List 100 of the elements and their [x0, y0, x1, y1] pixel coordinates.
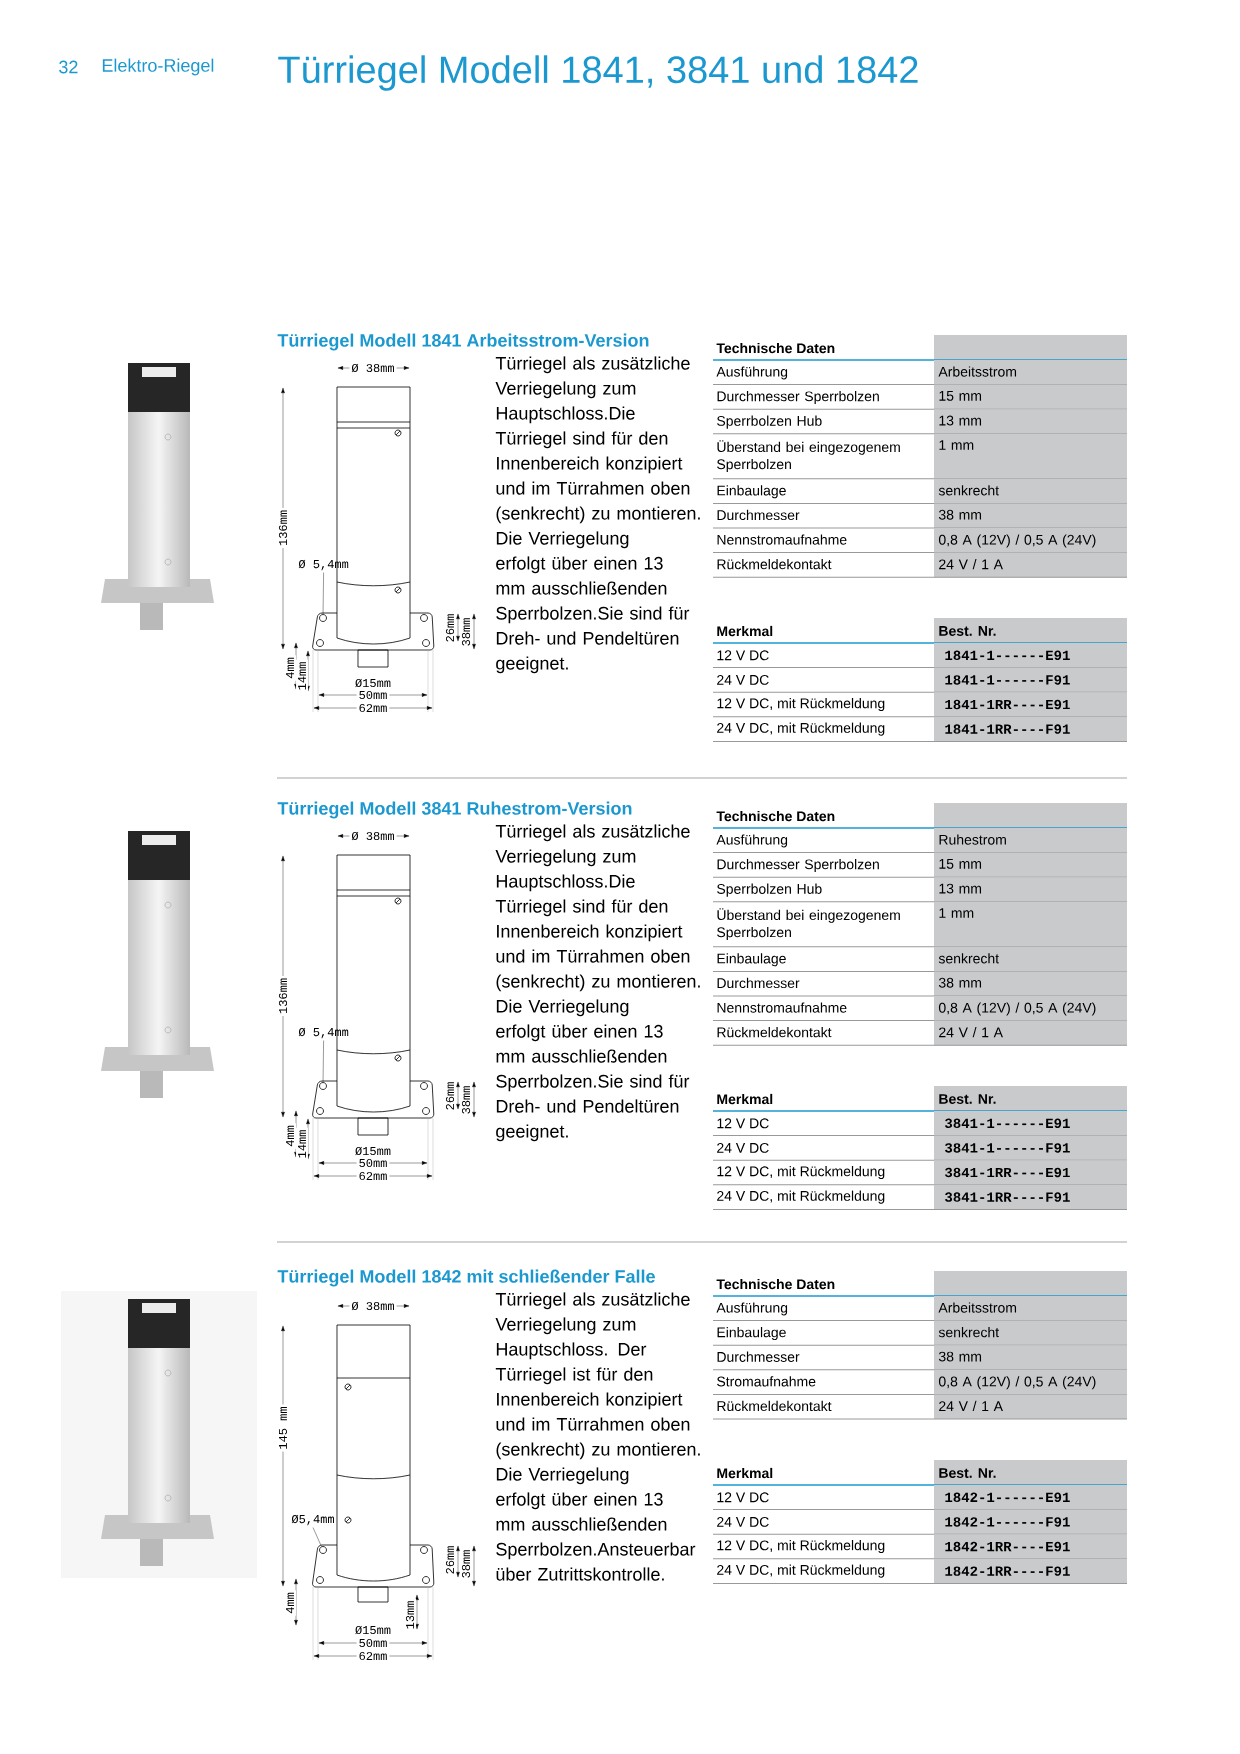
dimension-label: Ø 38mm — [349, 1299, 397, 1313]
table-cell: 1841-1RR----F91 — [934, 716, 1127, 742]
table-cell: 12 V DC — [717, 1118, 769, 1129]
table-cell: 1842-1RR----F91 — [934, 1558, 1127, 1584]
table-cell: 1842-1------F91 — [934, 1509, 1127, 1535]
table-cell: Rückmeldekontakt — [717, 1027, 832, 1038]
dimension-label: Ø5,4mm — [291, 1514, 334, 1526]
table-cell: 1 mm — [934, 433, 1127, 479]
dimension-label: 26mm — [443, 1079, 457, 1113]
table-cell: Überstand bei eingezogenem Sperrbolzen — [717, 440, 900, 473]
table-cell: 24 V DC, mit Rückmeldung — [717, 1190, 885, 1204]
table-cell: 12 V DC, mit Rückmeldung — [717, 698, 885, 712]
dimension-label: 38mm — [459, 615, 473, 649]
dimension-label: 50mm — [356, 1636, 390, 1650]
dimension-label: 62mm — [356, 701, 390, 715]
dimension-label: 26mm — [443, 611, 457, 645]
table-cell: Sperrbolzen Hub — [717, 883, 822, 897]
table-header: Merkmal — [717, 1093, 773, 1105]
table-cell: 24 V DC — [717, 1517, 769, 1527]
mounting-hole — [319, 614, 327, 622]
table-cell: 24 V DC — [717, 674, 769, 685]
dimension-label: Ø 5,4mm — [298, 559, 349, 571]
description-text: Türriegel als zusätzliche Verriegelung zum Hauptschloss.Die Türriegel sind für den Innenbereich konzipiert und im Türrahmen oben (senkrecht) zu montieren. Die Verriegelung erfolgt über einen 13 mm ausschließenden Sperrbolzen.Sie sind für Dreh- und Pendeltüren geeignet. — [495, 356, 700, 674]
table-cell: 13 mm — [934, 409, 1127, 434]
dimension-label: 14mm — [296, 659, 308, 693]
table-cell: Durchmesser — [717, 509, 800, 521]
table-cell: 3841-1RR----F91 — [934, 1184, 1127, 1210]
table-cell: Einbaulage — [717, 953, 786, 967]
table-cell: 1842-1RR----E91 — [934, 1534, 1127, 1559]
dimension-label: 38mm — [459, 1547, 473, 1581]
table-cell: 38 mm — [934, 1345, 1127, 1370]
description-text: Türriegel als zusätzliche Verriegelung zum Hauptschloss. Der Türriegel ist für den Innenbereich konzipiert und im Türrahmen oben (senkrecht) zu montieren. Die Verriegelung erfolgt über einen 13 mm ausschließenden Sperrbolzen.Ansteuerbar über Zutrittskontrolle. — [495, 1292, 700, 1581]
table-cell: Durchmesser — [717, 1351, 800, 1362]
table-cell: 0,8 A (12V) / 0,5 A (24V) — [934, 528, 1127, 553]
table-cell: 1841-1------F91 — [934, 667, 1127, 693]
header-cell: Best. Nr. — [934, 618, 1127, 643]
table-cell: 12 V DC, mit Rückmeldung — [717, 1540, 885, 1554]
dimension-label: 62mm — [356, 1649, 390, 1663]
dimension-label: 62mm — [356, 1169, 390, 1183]
leader-line — [322, 1040, 324, 1083]
dimension-label: 4mm — [284, 655, 296, 681]
mounting-hole — [319, 1546, 327, 1554]
table-cell: Ruhestrom — [934, 828, 1127, 853]
table-cell: 15 mm — [934, 852, 1127, 878]
table-cell: senkrecht — [934, 946, 1127, 972]
table-cell: Nennstromaufnahme — [717, 534, 847, 545]
table-cell: 24 V / 1 A — [934, 1020, 1127, 1046]
table-header: Technische Daten — [716, 1278, 835, 1290]
mounting-hole — [319, 1082, 327, 1090]
table-cell: 0,8 A (12V) / 0,5 A (24V) — [934, 1369, 1127, 1395]
table-cell: 24 V / 1 A — [934, 552, 1127, 578]
table-header: Merkmal — [717, 625, 773, 637]
dimension-label: Ø 38mm — [349, 361, 397, 375]
table-cell: 38 mm — [934, 971, 1127, 996]
table-cell: 0,8 A (12V) / 0,5 A (24V) — [934, 996, 1127, 1021]
dimension-label: 136mm — [276, 508, 290, 548]
dimension-label: 13mm — [403, 1598, 417, 1632]
dimension-label: Ø15mm — [353, 1623, 393, 1637]
table-cell: 1841-1------E91 — [934, 643, 1127, 668]
table-cell: Arbeitsstrom — [934, 360, 1127, 385]
table-cell: Durchmesser Sperrbolzen — [717, 391, 879, 405]
table-cell: senkrecht — [934, 1320, 1127, 1346]
table-cell: 3841-1RR----E91 — [934, 1160, 1127, 1185]
table-cell: Ausführung — [716, 366, 788, 380]
dimension-label: Ø 38mm — [349, 829, 397, 843]
dimension-label: 4mm — [284, 1123, 296, 1149]
dimension-label: 4mm — [284, 1590, 296, 1616]
table-cell: 24 V / 1 A — [934, 1394, 1127, 1419]
table-cell: Stromaufnahme — [717, 1376, 816, 1387]
table-header: Technische Daten — [716, 342, 835, 354]
table-cell: 15 mm — [934, 384, 1127, 410]
table-cell: Nennstromaufnahme — [717, 1002, 847, 1013]
table-cell: Durchmesser — [717, 977, 800, 989]
table-cell: 12 V DC — [717, 1492, 769, 1503]
table-cell: Rückmeldekontakt — [717, 559, 832, 570]
dimension-label: Ø 5,4mm — [298, 1027, 349, 1039]
table-cell: 12 V DC, mit Rückmeldung — [717, 1166, 885, 1180]
table-cell: Ausführung — [716, 1302, 788, 1316]
table-cell: 3841-1------F91 — [934, 1135, 1127, 1161]
page-number: 32 — [59, 60, 78, 74]
table-cell: 38 mm — [934, 503, 1127, 528]
table-cell: 3841-1------E91 — [934, 1111, 1127, 1136]
leader-line — [312, 1527, 322, 1547]
table-cell: 24 V DC, mit Rückmeldung — [717, 1564, 885, 1578]
table-cell: 1841-1RR----E91 — [934, 692, 1127, 717]
header-cell: Best. Nr. — [934, 1086, 1127, 1111]
table-cell: 12 V DC — [717, 650, 769, 661]
table-header: Technische Daten — [716, 810, 835, 822]
dimension-label: 14mm — [296, 1127, 308, 1161]
dimension-label: Ø15mm — [353, 1144, 393, 1158]
table-cell: Überstand bei eingezogenem Sperrbolzen — [717, 908, 900, 941]
table-cell: 24 V DC — [717, 1142, 769, 1153]
table-cell: 13 mm — [934, 877, 1127, 902]
page-title: Türriegel Modell 1841, 3841 und 1842 — [278, 55, 918, 91]
table-cell: 1842-1------E91 — [934, 1485, 1127, 1510]
dimension-label: 145 mm — [277, 1404, 289, 1452]
table-cell: Rückmeldekontakt — [717, 1400, 832, 1412]
description-text: Türriegel als zusätzliche Verriegelung zum Hauptschloss.Die Türriegel sind für den Innenbereich konzipiert und im Türrahmen oben (senkrecht) zu montieren. Die Verriegelung erfolgt über einen 13 mm ausschließenden Sperrbolzen.Sie sind für Dreh- und Pendeltüren geeignet. — [495, 824, 700, 1142]
header-cell: Best. Nr. — [934, 1460, 1127, 1485]
section-heading: Türriegel Modell 3841 Ruhestrom-Version — [277, 801, 632, 819]
